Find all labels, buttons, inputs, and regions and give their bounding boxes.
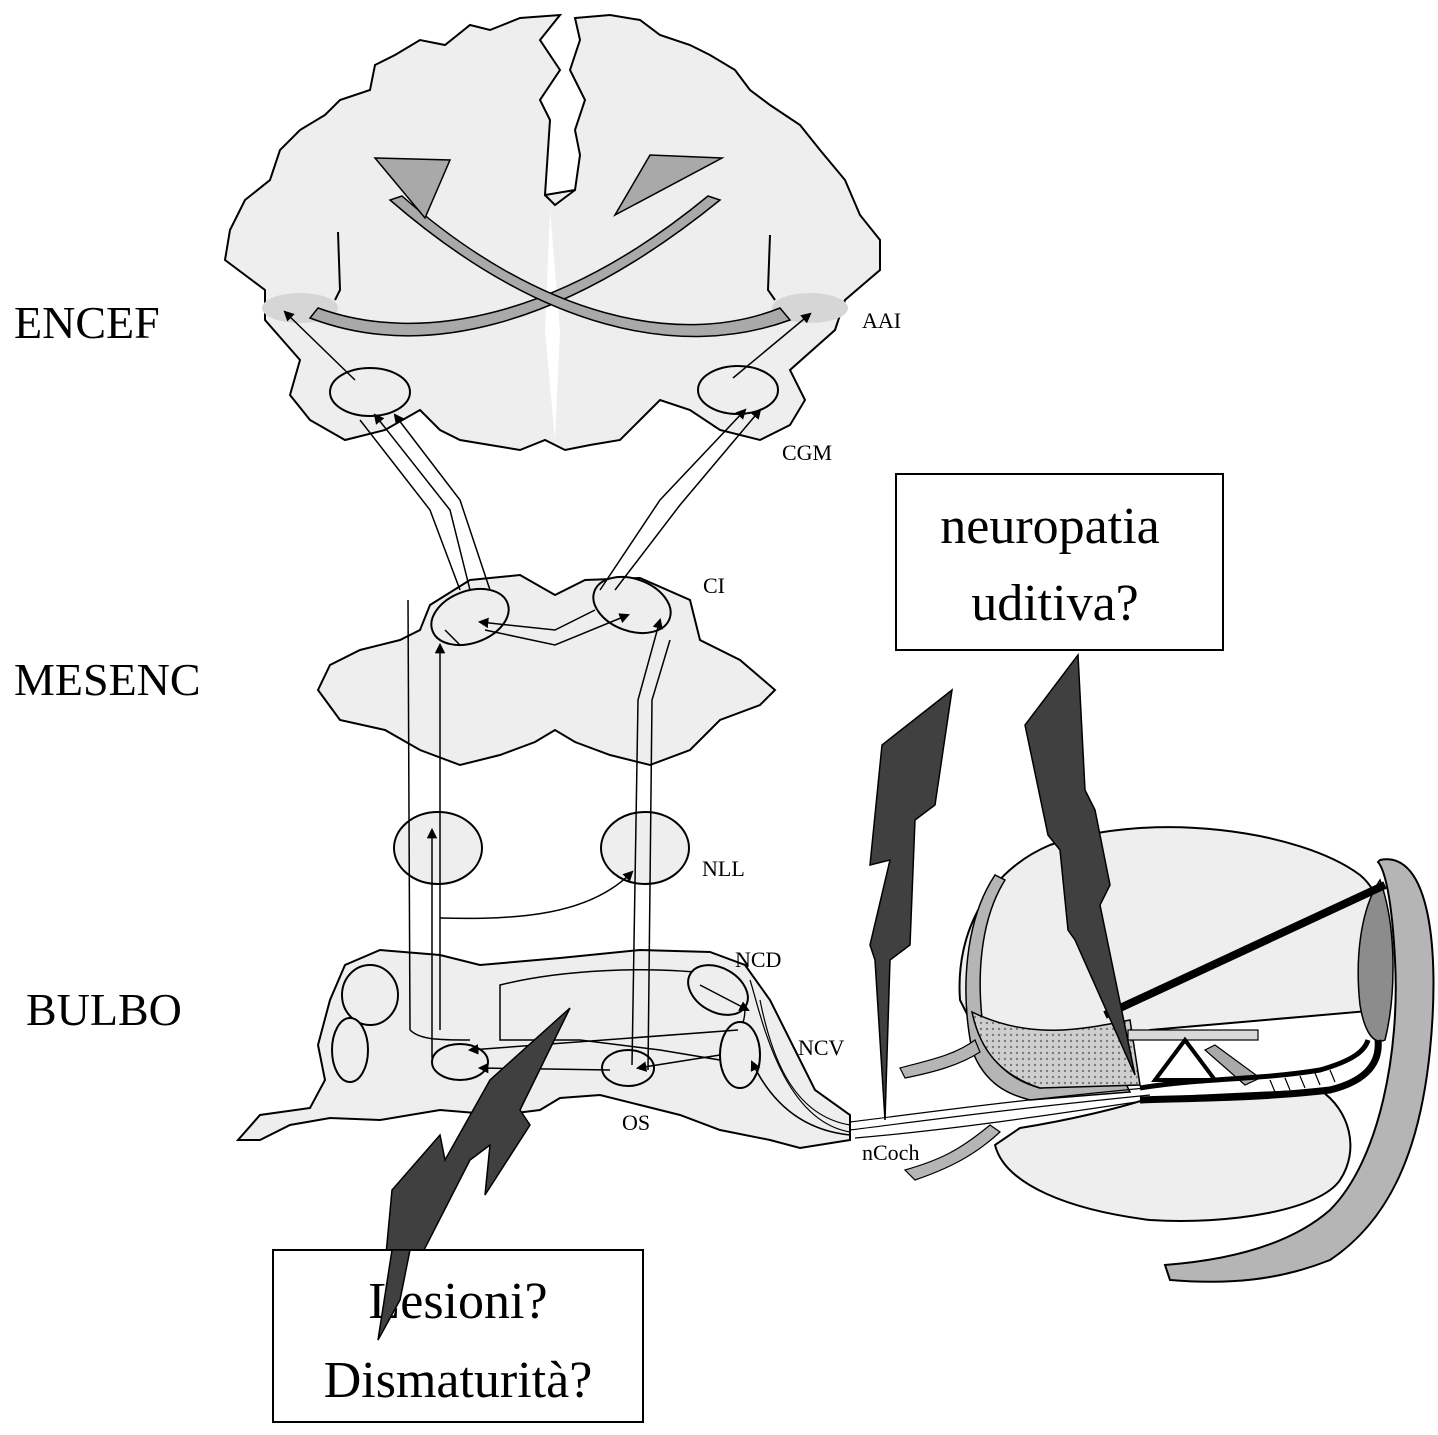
cochlea-upper [960,827,1389,1051]
nll-right [601,812,689,884]
cerebrum-section [225,15,880,450]
midbrain-outline [318,575,775,765]
nll-section [394,812,689,918]
label-cgm: CGM [782,440,832,465]
cochlea-section [850,827,1433,1282]
label-ci: CI [703,573,725,598]
neuropathy-line1: neuropatia [940,498,1159,555]
label-ncd: NCD [735,947,781,972]
bolt-center [870,690,952,1120]
lesions-callout: Lesioni? Dismaturità? [273,1250,643,1422]
os-nucleus [602,1050,654,1086]
cgm-left [330,368,410,416]
label-ncoch: nCoch [862,1140,919,1165]
label-ncv: NCV [798,1035,845,1060]
organ-of-corti [1155,1040,1215,1080]
lesions-line2: Dismaturità? [324,1352,593,1409]
label-aai: AAI [862,308,901,333]
label-os: OS [622,1110,650,1135]
level-labels: ENCEF MESENC BULBO [14,297,201,1035]
nll-left [394,812,482,884]
neuropathy-line2: uditiva? [971,575,1139,632]
ncv-nucleus [720,1022,760,1088]
cochlea-lower [995,1090,1350,1221]
label-bulbo: BULBO [26,984,182,1035]
label-mesenc: MESENC [14,654,201,705]
neuropathy-callout: neuropatia uditiva? [896,474,1223,650]
label-nll: NLL [702,856,745,881]
label-encef: ENCEF [14,297,160,348]
